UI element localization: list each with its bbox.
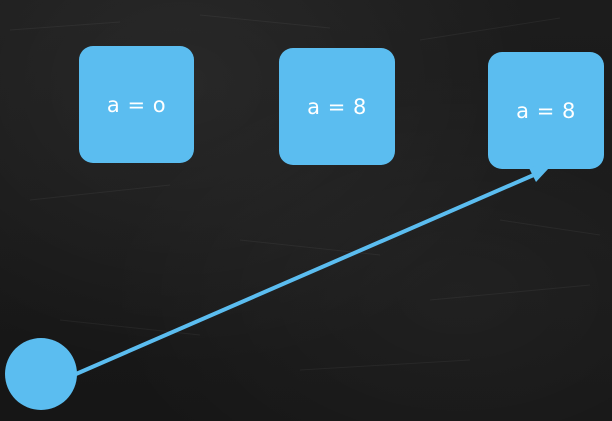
value-box-3: a = 8: [488, 52, 604, 169]
value-box-3-label: a = 8: [516, 98, 576, 123]
value-box-1: a = o: [79, 46, 194, 163]
value-box-2: a = 8: [279, 48, 395, 165]
value-box-1-label: a = o: [106, 92, 167, 117]
value-box-2-label: a = 8: [307, 94, 367, 119]
pointer-arrow-head: [528, 166, 549, 182]
pointer-arrow-line: [74, 172, 538, 376]
pointer-source-circle: [5, 338, 77, 410]
